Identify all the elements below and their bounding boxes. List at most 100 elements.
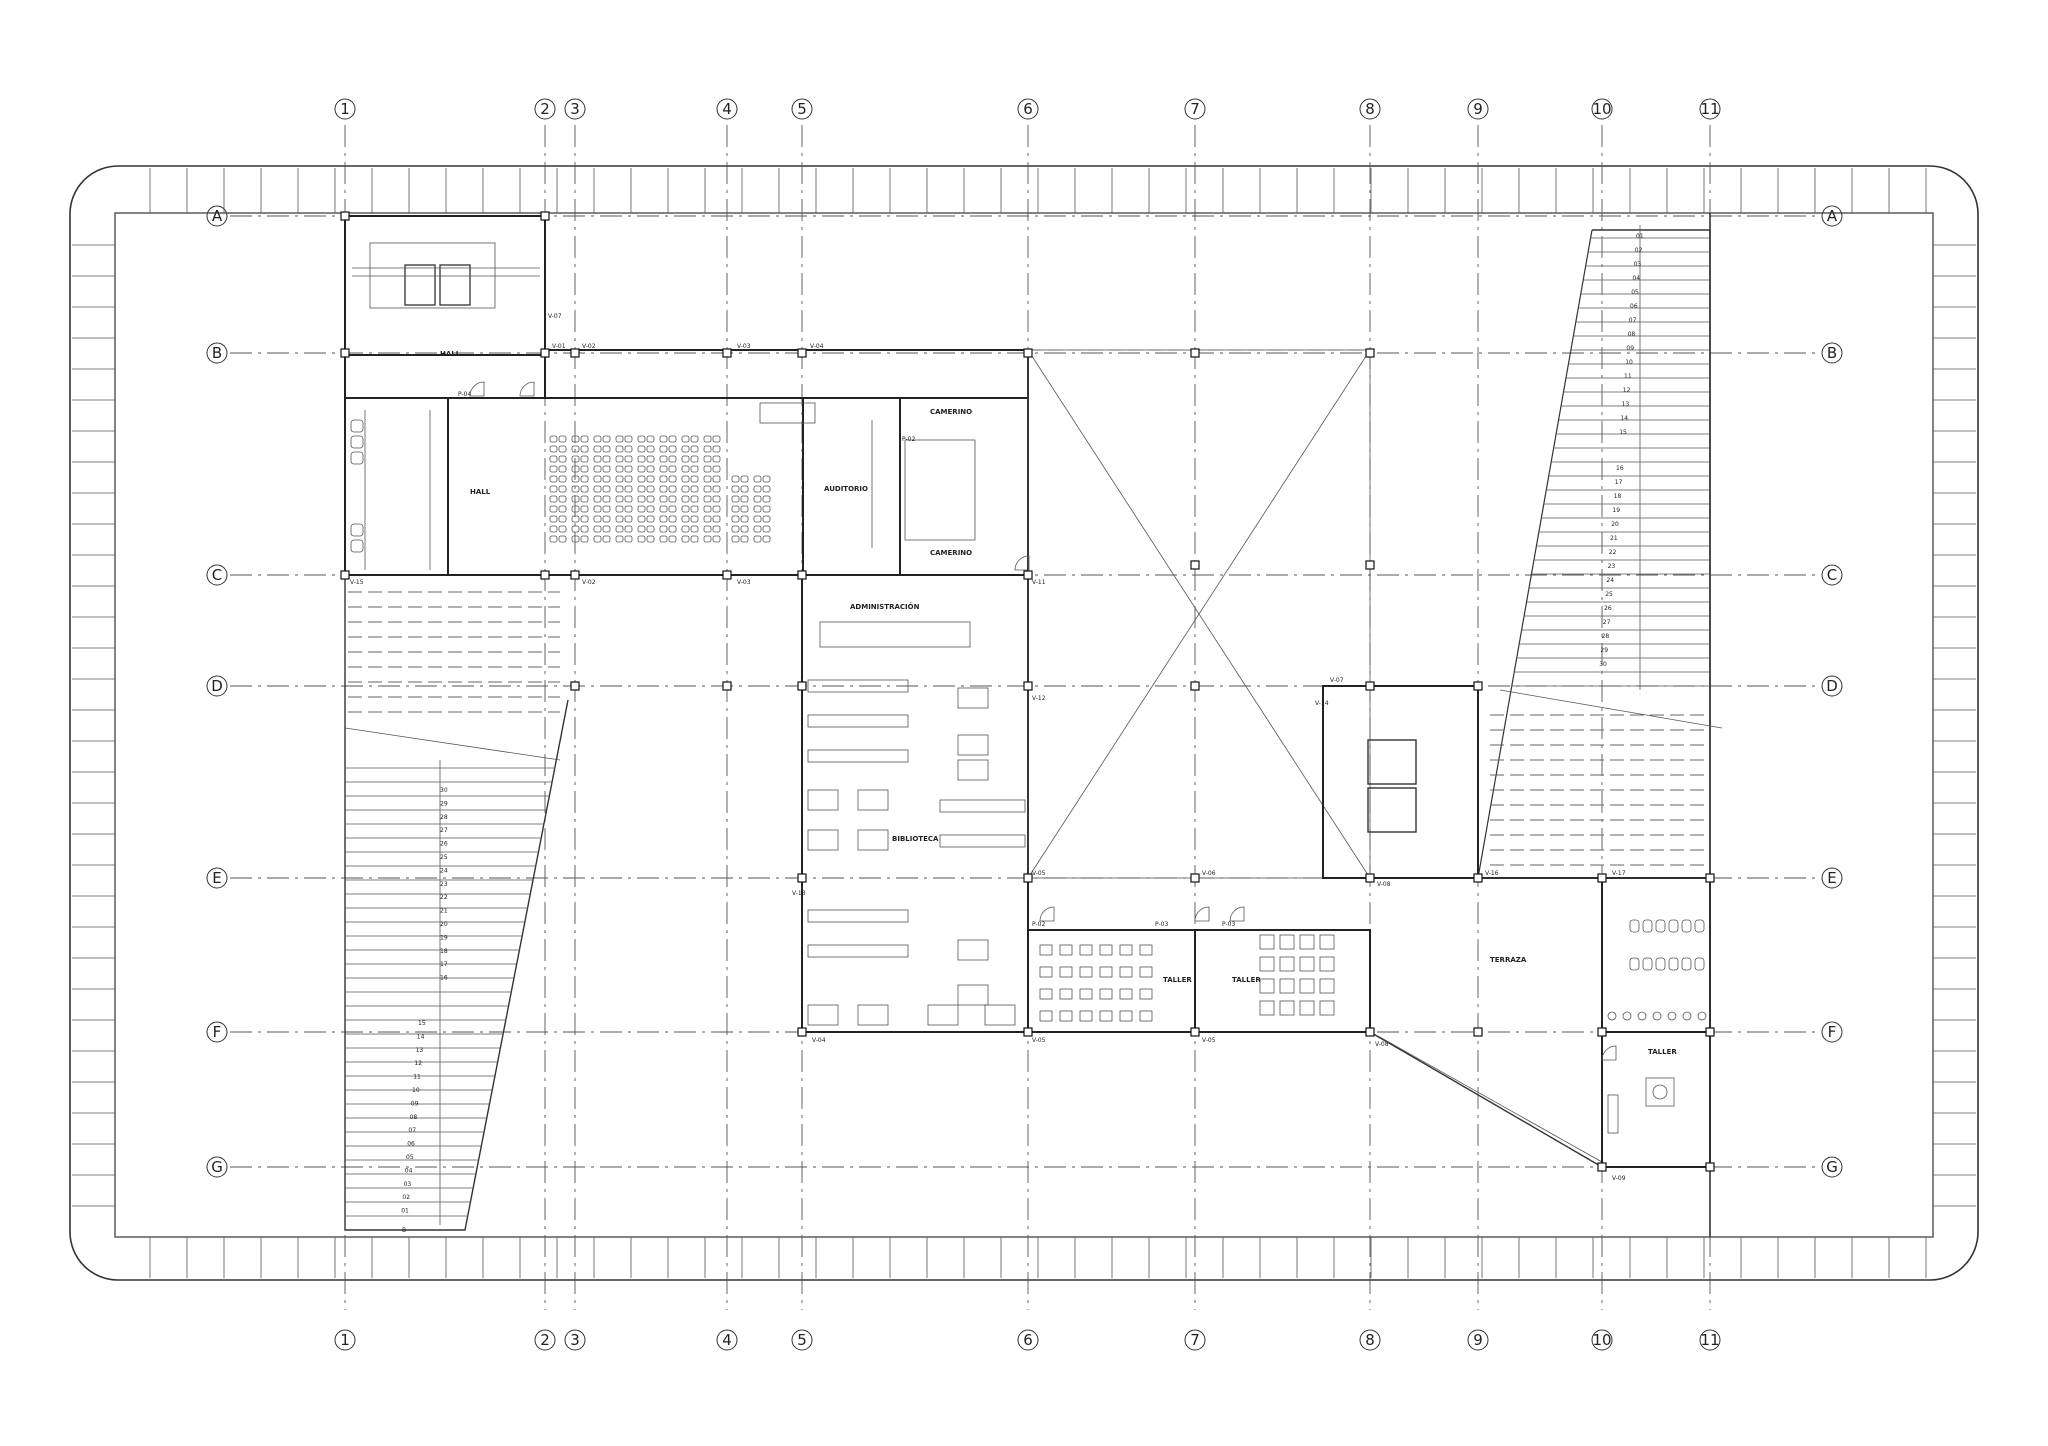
workshop-desk (1059, 944, 1073, 956)
auditorium-seat (637, 445, 646, 453)
axis-bubble-5 (791, 1329, 813, 1351)
column (1705, 1027, 1715, 1037)
auditorium-seat (615, 465, 624, 473)
library-shelf (807, 944, 909, 958)
auditorium-seat (646, 515, 655, 523)
workshop-desk (1099, 966, 1113, 978)
room-label-taller-1: TALLER (1163, 976, 1192, 984)
auditorium-seat (681, 495, 690, 503)
auditorium-seat (637, 495, 646, 503)
auditorium-seat (659, 435, 668, 443)
axis-label-C: C (212, 566, 222, 584)
column (1023, 348, 1033, 358)
axis-bubble-C (1821, 564, 1843, 586)
stair-step-number: 26 (440, 841, 448, 848)
auditorium-seat (731, 535, 740, 543)
auditorium-seat (602, 485, 611, 493)
auditorium-seat (690, 465, 699, 473)
stair-step-number: 30 (440, 787, 448, 794)
stair-step-number: 20 (440, 921, 448, 928)
column (570, 570, 580, 580)
furniture (350, 381, 1707, 1134)
auditorium-seat (681, 445, 690, 453)
auditorium-seat (703, 435, 712, 443)
auditorium-seat (690, 445, 699, 453)
sink-fixture (1637, 1011, 1647, 1021)
auditorium-seat (624, 475, 633, 483)
element-codes: V-01 V-02 V-03 V-04 V-15 V-02 V-03 V-11 … (350, 313, 1626, 1182)
workshop-desk (1319, 978, 1335, 994)
auditorium-seat (646, 435, 655, 443)
workshop-desk (1099, 944, 1113, 956)
axis-bubble-11 (1699, 98, 1721, 120)
axis-label-D: D (1826, 677, 1838, 695)
axis-label-3: 3 (570, 100, 580, 118)
auditorium-seat (703, 505, 712, 513)
auditorium-seat (593, 475, 602, 483)
axis-label-G: G (211, 1158, 223, 1176)
stair-ramp-left (344, 575, 569, 1231)
auditorium-seat (740, 475, 749, 483)
stair-step-number: 09 (411, 1100, 419, 1107)
toilet-fixture (1694, 957, 1705, 971)
axis-label-7: 7 (1190, 1331, 1200, 1349)
door-code: P-03 (1155, 921, 1168, 928)
auditorium-seat (681, 435, 690, 443)
auditorium-seat (681, 455, 690, 463)
axis-label-3: 3 (570, 1331, 580, 1349)
auditorium-seat (762, 485, 771, 493)
column (540, 211, 550, 221)
auditorium-seat (712, 445, 721, 453)
auditorium-seat (753, 505, 762, 513)
stair-step-number: 16 (440, 975, 448, 982)
beam-code: V-04 (810, 343, 824, 350)
auditorium-seat (549, 475, 558, 483)
room-labels: HALL HALL AUDITORIO CAMERINO CAMERINO AD… (440, 350, 1677, 1056)
auditorium-seat (762, 495, 771, 503)
auditorium-seat (690, 515, 699, 523)
workshop-desk (1079, 966, 1093, 978)
auditorium-seat (615, 435, 624, 443)
auditorium-seat (580, 485, 589, 493)
stair-step-number: 30 (1599, 661, 1607, 668)
axis-bubble-D (1821, 675, 1843, 697)
auditorium-seat (602, 505, 611, 513)
workshop-desk (1039, 944, 1053, 956)
perimeter (69, 165, 1979, 1281)
axis-label-8: 8 (1365, 100, 1375, 118)
auditorium-seat (558, 495, 567, 503)
stair-step-number: 12 (1623, 387, 1631, 394)
auditorium-seat (571, 455, 580, 463)
auditorium-seat (659, 535, 668, 543)
stair-step-number: 11 (413, 1074, 421, 1081)
workshop-desk (1259, 978, 1275, 994)
auditorium-seat (646, 465, 655, 473)
auditorium-seat (668, 515, 677, 523)
stair-step-number: 29 (1600, 647, 1608, 654)
axis-label-1: 1 (340, 1331, 350, 1349)
workshop-desk (1099, 988, 1113, 1000)
column (1705, 1162, 1715, 1172)
axis-label-6: 6 (1023, 100, 1033, 118)
auditorium-seat (668, 525, 677, 533)
beam-code: V-09 (1612, 1175, 1626, 1182)
stair-ramp-right (1477, 225, 1723, 879)
auditorium-seat (602, 445, 611, 453)
auditorium-seat (659, 515, 668, 523)
auditorium-seat (602, 525, 611, 533)
workshop-desk (1299, 1000, 1315, 1016)
auditorium-seat (703, 495, 712, 503)
auditorium-seat (646, 475, 655, 483)
auditorium-seat (558, 485, 567, 493)
column (1473, 681, 1483, 691)
workshop-desk (1279, 978, 1295, 994)
auditorium-seat (762, 515, 771, 523)
auditorium-seat (659, 525, 668, 533)
auditorium-seat (681, 505, 690, 513)
auditorium-seat (571, 535, 580, 543)
room-label-hall-top: HALL (440, 350, 461, 358)
column (1473, 873, 1483, 883)
axis-bubble-A (206, 205, 228, 227)
axis-label-8: 8 (1365, 1331, 1375, 1349)
